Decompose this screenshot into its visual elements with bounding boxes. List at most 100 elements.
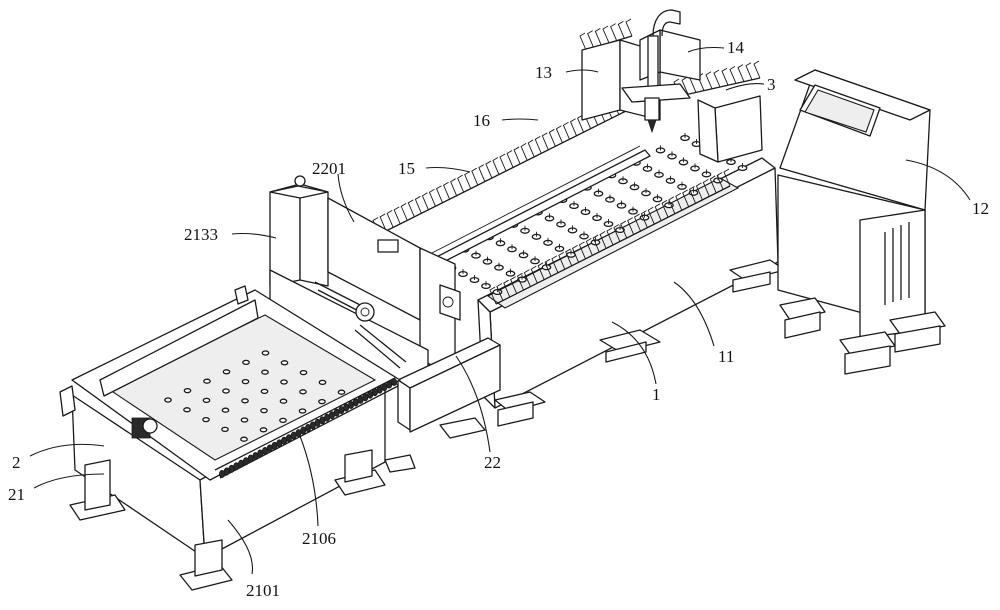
tray-hole xyxy=(240,436,248,442)
label-2101: 2101 xyxy=(246,581,280,600)
tray-hole xyxy=(299,369,308,376)
bellow-fold xyxy=(633,213,641,232)
bellow-base xyxy=(679,77,761,97)
main-bed-feet xyxy=(494,259,786,427)
roller-tooth xyxy=(390,377,397,386)
bellow-fold xyxy=(510,276,518,294)
tray-hole xyxy=(221,407,230,413)
bellow-fold xyxy=(523,269,531,287)
gantry xyxy=(581,9,763,163)
tray-hole xyxy=(203,378,211,384)
tray-hole xyxy=(183,387,192,394)
bellow-fold xyxy=(689,185,697,204)
bellow-fold xyxy=(530,265,538,284)
tray-hole xyxy=(299,389,307,395)
tray-hole xyxy=(202,416,210,423)
bellow-fold xyxy=(379,213,387,232)
label-2106: 2106 xyxy=(302,529,336,548)
leader-lines xyxy=(29,46,971,575)
bellow-fold xyxy=(499,153,507,172)
tray-hole xyxy=(318,379,327,386)
bellow-fold xyxy=(723,168,731,187)
label-15: 15 xyxy=(398,159,415,178)
bellow-fold xyxy=(544,258,552,277)
bellow-fold xyxy=(721,67,729,86)
label-16: 16 xyxy=(473,111,490,130)
bellow-fold xyxy=(555,125,563,143)
tray-unit xyxy=(59,285,486,591)
tray-hole xyxy=(241,378,250,385)
bellow-fold xyxy=(489,286,497,305)
bellow-fold xyxy=(610,23,618,41)
label-14: 14 xyxy=(727,38,745,57)
bellow-fold xyxy=(492,157,500,175)
bellow-fold xyxy=(585,238,593,256)
bellow-fold xyxy=(599,231,607,249)
label-11: 11 xyxy=(718,347,734,366)
tray-hole xyxy=(280,360,289,366)
bellow-fold xyxy=(435,185,443,203)
tray-hole xyxy=(337,389,346,395)
bellow-fold xyxy=(661,199,669,218)
bellow-fold xyxy=(428,188,436,207)
bellow-fold xyxy=(716,172,724,190)
tray-hole xyxy=(298,408,307,414)
bellow-fold xyxy=(681,76,689,95)
bellow-fold xyxy=(548,128,556,147)
bellow-fold xyxy=(516,272,524,291)
bellow-fold xyxy=(695,182,703,201)
bellow-fold xyxy=(393,206,401,225)
bellow-fold xyxy=(400,202,408,221)
tray-hole xyxy=(242,359,250,366)
bellow-fold xyxy=(496,283,504,301)
bellow-fold xyxy=(587,30,595,48)
bellow-fold xyxy=(705,71,713,89)
part-labels: 14 13 3 16 15 2201 2133 12 11 1 22 2 21 … xyxy=(8,38,989,600)
roller-teeth xyxy=(218,377,397,478)
bellow-fold xyxy=(602,25,610,44)
tray-hole xyxy=(241,398,249,404)
bellow-fold xyxy=(569,118,577,136)
bellow-fold xyxy=(471,167,479,186)
bellow-fold xyxy=(594,27,602,46)
bellow-fold xyxy=(647,206,655,225)
bellow-fold xyxy=(421,192,429,210)
bellow-fold xyxy=(675,192,683,211)
bellow-fold xyxy=(558,251,566,270)
bellow-fold xyxy=(520,143,528,161)
bellow-fold xyxy=(562,121,570,140)
bellow-fold xyxy=(464,171,472,189)
bellow-fold xyxy=(702,179,710,197)
bellow-fold xyxy=(682,189,690,208)
bellow-fold xyxy=(503,279,511,298)
bellow-fold xyxy=(527,139,535,158)
label-21: 21 xyxy=(8,485,25,504)
bellow-fold xyxy=(578,241,586,260)
label-13: 13 xyxy=(535,63,552,82)
tray-hole xyxy=(260,388,269,395)
label-2: 2 xyxy=(12,453,21,472)
bellow-fold xyxy=(640,210,648,228)
bellow-fold xyxy=(577,114,584,133)
label-3: 3 xyxy=(767,75,776,94)
tray-hole xyxy=(240,417,249,423)
bellow-fold xyxy=(737,64,745,82)
bellow-fold xyxy=(414,195,422,214)
bellow-fold xyxy=(753,60,761,79)
tray-hole xyxy=(261,369,269,375)
bellow-fold xyxy=(617,20,625,39)
loading-module xyxy=(269,175,501,433)
bellow-fold xyxy=(729,66,737,84)
bellow-fold xyxy=(386,210,394,228)
bellow-fold xyxy=(443,181,450,200)
bellow-fold xyxy=(513,146,521,165)
bellow-fold xyxy=(668,196,676,214)
tray-hole xyxy=(222,369,231,375)
label-12: 12 xyxy=(972,199,989,218)
bellow-fold xyxy=(713,69,721,88)
bellow-fold xyxy=(537,262,545,280)
bellow-fold xyxy=(457,174,465,193)
bellow-fold xyxy=(506,150,514,168)
